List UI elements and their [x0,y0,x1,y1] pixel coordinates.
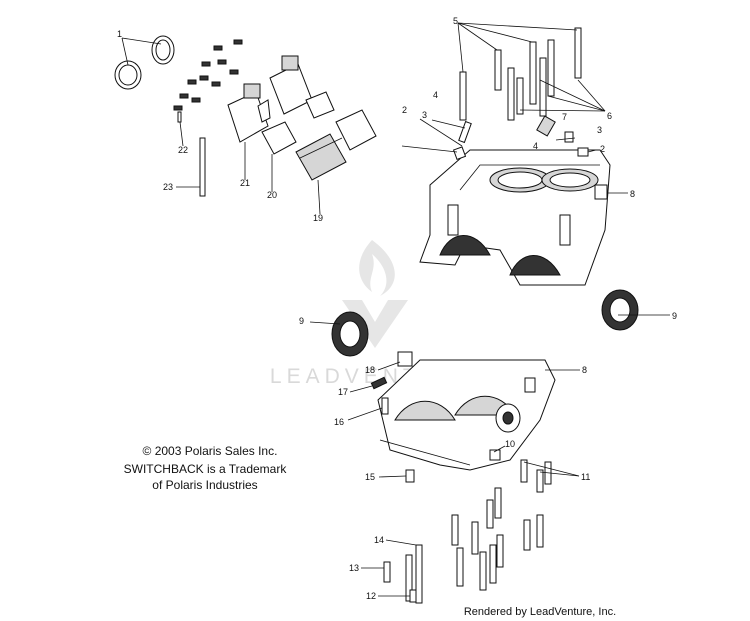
callout-14: 14 [374,535,384,545]
callout-6: 6 [607,111,612,121]
rendered-by-credit: Rendered by LeadVenture, Inc. [463,606,617,618]
callout-23: 23 [163,182,173,192]
callout-11: 11 [581,472,590,482]
callout-8a: 8 [630,189,635,199]
callout-20: 20 [267,190,277,200]
dowel-pin-23 [199,137,206,197]
callout-8b: 8 [582,365,587,375]
reed-valve-assemblies [227,55,377,181]
crankcase-bolts [383,459,552,604]
callout-22: 22 [178,145,188,155]
copyright-text: © 2003 Polaris Sales Inc. [142,444,278,458]
chevron-logo-icon [342,300,408,348]
callout-5: 5 [453,16,458,26]
callout-15: 15 [365,472,375,482]
reed-valve-bolts [173,39,243,123]
callout-18: 18 [365,365,375,375]
callout-labels: 1 5 6 4 2 3 7 3 4 2 8 9 9 8 18 17 16 10 … [117,16,677,601]
callout-21: 21 [240,178,250,188]
hose-clamps [114,35,175,90]
callout-10: 10 [505,439,515,449]
trademark-line-2: of Polaris Industries [152,478,258,492]
callout-2a: 2 [402,105,407,115]
lower-case-small-parts [370,351,501,483]
callout-4b: 4 [533,141,538,151]
callout-9a: 9 [299,316,304,326]
callout-1: 1 [117,29,122,39]
cylinder-studs [459,27,582,121]
upper-crankcase [419,149,611,286]
callout-19: 19 [313,213,323,223]
callout-3b: 3 [597,125,602,135]
callout-7: 7 [562,112,567,122]
crank-seal-right [601,289,639,331]
callout-2b: 2 [600,144,605,154]
lower-crankcase [377,359,556,471]
crankcase-small-parts [452,115,589,161]
crank-seal-left [331,311,369,357]
callout-17: 17 [338,387,348,397]
callout-16: 16 [334,417,344,427]
callout-12: 12 [366,591,376,601]
callout-3a: 3 [422,110,427,120]
flame-logo-icon [359,240,395,296]
callout-13: 13 [349,563,359,573]
callout-9b: 9 [672,311,677,321]
leader-lines [121,22,670,597]
trademark-line-1: SWITCHBACK is a Trademark [123,462,287,476]
callout-4a: 4 [433,90,438,100]
